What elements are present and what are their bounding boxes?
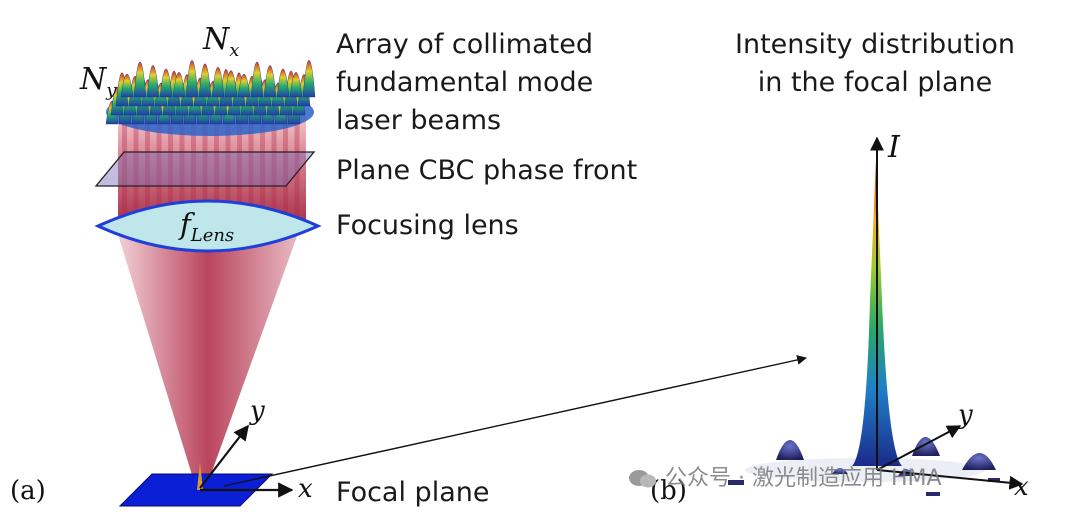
side-lobe-small [832, 468, 848, 474]
beam-stripe [237, 112, 242, 220]
beam-stripe [191, 112, 196, 220]
beam-array-peaks [105, 60, 316, 136]
beam-stripe [122, 112, 127, 220]
beam-stripe [202, 112, 208, 220]
beam-peak [198, 63, 212, 98]
beam-stripe [260, 112, 265, 220]
panel-b-title: Intensity distribution in the focal plan… [735, 29, 1015, 98]
ny-subscript: y [106, 80, 117, 101]
phase-front-plane [94, 151, 316, 187]
nx-subscript: x [229, 40, 240, 61]
beam-peak [263, 65, 277, 98]
label-beam-array: Array of collimated fundamental mode las… [336, 29, 594, 136]
beam-stripe [156, 112, 162, 220]
axis-i-label: I [888, 130, 900, 165]
label-focusing-lens: Focusing lens [336, 210, 519, 241]
nx-symbol: N [203, 22, 230, 57]
axis-y-arrow-b [876, 425, 962, 471]
watermark-text: 公众号 · 激光制造应用 HMA [665, 466, 942, 491]
beam-stripe [133, 112, 139, 220]
axis-x-label-b: x [1014, 472, 1029, 502]
beam-peak [120, 74, 134, 98]
beam-peak [146, 65, 160, 98]
lens-subscript: Lens [190, 224, 235, 246]
label-phase-front: Plane CBC phase front [336, 155, 638, 186]
axis-x-label: x [298, 474, 313, 504]
axis-y-arrow [199, 424, 249, 489]
focusing-cone [116, 228, 300, 488]
intensity-surface [728, 160, 1000, 496]
panel-a-tag: (a) [10, 476, 46, 506]
axis-x-arrow-b [876, 469, 1024, 490]
beam-stripe [168, 112, 173, 220]
beam-peak [302, 60, 316, 98]
beam-stripe [283, 112, 288, 220]
beam-peak [159, 68, 173, 98]
lens-focal-length-label: fLens [180, 207, 234, 246]
beam-peak [172, 72, 186, 98]
panel-b-tag: (b) [650, 476, 687, 506]
beam-peak [250, 61, 264, 98]
beam-peak [211, 66, 225, 98]
beam-stripe [248, 112, 254, 220]
beam-peak [289, 72, 303, 98]
wechat-icon [628, 468, 658, 490]
beam-peak [185, 60, 199, 98]
beam-stripe [179, 112, 185, 220]
beam-stripe [225, 112, 231, 220]
beam-stripe [294, 112, 300, 220]
beam-stripe [145, 112, 150, 220]
lens-symbol: f [180, 207, 191, 241]
side-lobe-left [776, 440, 804, 460]
nx-label: Nx [203, 22, 239, 61]
watermark: 公众号 · 激光制造应用 HMA [628, 460, 942, 492]
beam-peak [224, 70, 238, 98]
connector-arrow [223, 355, 807, 487]
focus-spot [197, 462, 203, 490]
focusing-lens [94, 199, 322, 253]
axis-y-label: y [250, 396, 265, 426]
ny-label: Ny [80, 62, 116, 101]
beam-peak [276, 68, 290, 98]
beam-stripe [214, 112, 219, 220]
label-focal-plane: Focal plane [336, 477, 490, 508]
beam-stripes [122, 112, 300, 220]
ny-symbol: N [80, 62, 107, 97]
axis-y-label-b: y [958, 400, 973, 430]
side-lobe-right [912, 437, 940, 456]
beam-stripe [271, 112, 277, 220]
beam-peak [133, 61, 147, 98]
beam-peak [237, 74, 251, 98]
side-lobe-far-right [962, 453, 996, 470]
focal-plane [118, 473, 274, 507]
